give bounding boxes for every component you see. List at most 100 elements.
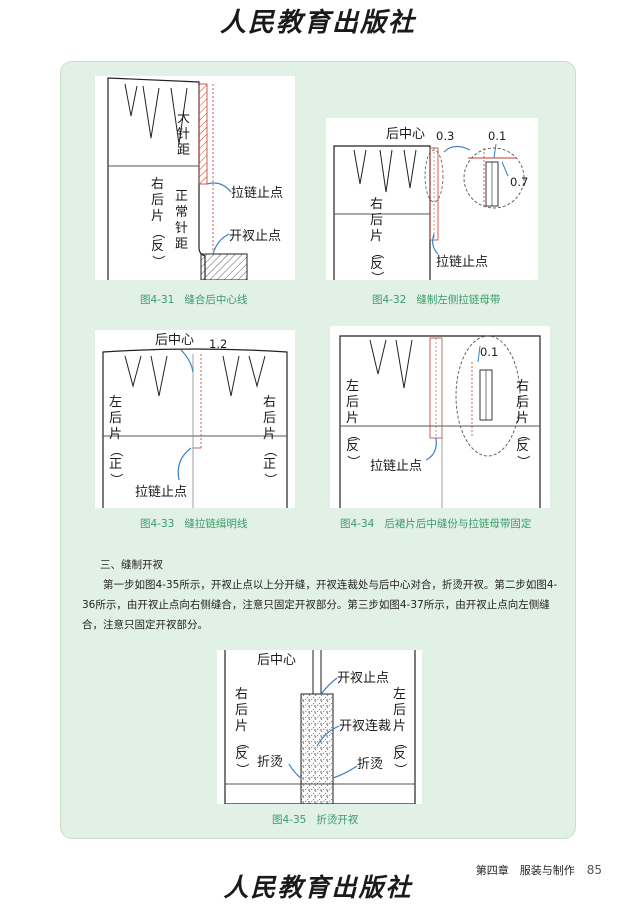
f33-rb-2: 片 <box>263 427 276 442</box>
f31-caption-text: 缝合后中心线 <box>184 294 248 306</box>
f33-measure-12: 1.2 <box>209 337 227 351</box>
f35-back-center-label: 后中心 <box>257 653 296 668</box>
f33-zipper-stop-label: 拉链止点 <box>135 485 187 500</box>
f31-ns-1: 常 <box>175 205 188 220</box>
f35-vent-stop-label: 开衩止点 <box>337 671 389 686</box>
f33-lb-2: 片 <box>109 427 122 442</box>
f32-label-right-back: 右 后 片 （ 反 ） <box>369 197 384 280</box>
f32-rb-2: 片 <box>370 229 383 244</box>
f35-press-right-label: 折烫 <box>357 757 383 772</box>
f34-lb-4: 反 <box>346 439 359 454</box>
section-paragraph: 第一步如图4-35所示，开衩止点以上分开缝，开衩连裁处与后中心对合，折烫开衩。第… <box>82 579 558 631</box>
f35-caption-text: 折烫开衩 <box>316 814 359 826</box>
f34-caption-num: 图4-34 <box>340 518 375 530</box>
f33-back-center-label: 后中心 <box>155 333 194 348</box>
f33-lb-3: （ <box>108 444 123 457</box>
f32-measure-07: 0.7 <box>510 175 528 189</box>
f31-ns-2: 针 <box>175 221 188 236</box>
f33-rb-5: ） <box>262 473 277 486</box>
f34-zipper-stop-label: 拉链止点 <box>370 459 422 474</box>
f35-vent-cut-label: 开衩连裁 <box>339 718 391 734</box>
publisher-logo-bottom: 人民教育出版社 <box>223 873 413 902</box>
f34-rb-3: （ <box>515 428 530 441</box>
f34-lb-2: 片 <box>346 411 359 426</box>
f31-label-right-back: 右 后 片 （ 反 ） <box>150 177 165 268</box>
f31-rb-2: 片 <box>151 209 164 224</box>
f34-label-right-back: 右 后 片 （ 反 ） <box>515 379 530 468</box>
f33-rb-1: 后 <box>263 411 276 426</box>
f31-caption-num: 图4-31 <box>140 294 175 306</box>
f33-rb-0: 右 <box>263 395 276 410</box>
f33-caption-text: 缝拉链缉明线 <box>184 518 248 530</box>
figure-4-35-caption: 图4-35 折烫开衩 <box>272 812 358 827</box>
figure-4-32-caption: 图4-32 缝制左侧拉链母带 <box>372 292 500 307</box>
f33-rb-4: 正 <box>263 457 276 472</box>
f34-lb-3: （ <box>345 428 360 441</box>
figure-4-34: 0.1 左 后 片 （ 反 ） 右 后 片 （ 反 ） 拉链止点 <box>330 326 550 508</box>
f35-lb-5: ） <box>392 763 407 776</box>
f34-rb-2: 片 <box>516 411 529 426</box>
f32-caption-text: 缝制左侧拉链母带 <box>416 294 501 306</box>
f31-label-normal-stitch: 正 常 针 距 <box>175 189 188 252</box>
f34-caption-text: 后裙片后中缝份与拉链母带固定 <box>384 518 532 530</box>
f33-lb-4: 正 <box>109 457 122 472</box>
f32-rb-3: （ <box>369 246 384 259</box>
f31-big-stitch-3: 距 <box>177 143 190 158</box>
figure-4-32-drawing: 后中心 0.3 0.1 0.7 右 后 片 （ 反 ） 拉链止点 <box>333 127 528 280</box>
f34-measure-01: 0.1 <box>480 345 498 359</box>
f32-rb-5: ） <box>369 271 384 280</box>
f32-zipper-stop-label: 拉链止点 <box>436 255 488 270</box>
f31-ns-3: 距 <box>175 237 188 252</box>
f32-caption-num: 图4-32 <box>372 294 407 306</box>
f32-measure-01: 0.1 <box>488 129 506 143</box>
f34-rb-5: ） <box>515 455 530 468</box>
f32-rb-4: 反 <box>370 257 383 272</box>
f35-lb-1: 后 <box>393 703 406 718</box>
f32-rb-1: 后 <box>370 213 383 228</box>
figure-4-32: 后中心 0.3 0.1 0.7 右 后 片 （ 反 ） 拉链止点 <box>326 118 538 280</box>
f33-caption-num: 图4-33 <box>140 518 175 530</box>
figure-4-34-drawing: 0.1 左 后 片 （ 反 ） 右 后 片 （ 反 ） 拉链止点 <box>339 335 541 508</box>
f33-lb-0: 左 <box>109 395 122 410</box>
f34-rb-1: 后 <box>516 395 529 410</box>
chapter-title: 第四章 服装与制作 <box>475 864 575 877</box>
f35-caption-num: 图4-35 <box>272 814 307 826</box>
figure-4-31-drawing: 大 针 距 右 后 片 （ 反 ） 正 常 针 距 拉链止点 开衩止点 <box>107 77 283 280</box>
figure-4-34-caption: 图4-34 后裙片后中缝份与拉链母带固定 <box>340 516 531 531</box>
f34-lb-1: 后 <box>346 395 359 410</box>
page-number: 85 <box>586 863 602 877</box>
f31-big-stitch-1: 大 <box>177 111 190 126</box>
f32-rb-0: 右 <box>370 197 383 212</box>
f35-label-left-back: 左 后 片 （ 反 ） <box>392 687 407 776</box>
f34-lb-0: 左 <box>346 379 359 394</box>
f31-rb-3: （ <box>150 226 165 239</box>
f34-lb-5: ） <box>345 455 360 468</box>
f32-back-center-label: 后中心 <box>386 127 425 142</box>
f35-rb-5: ） <box>234 763 249 776</box>
f33-rb-3: （ <box>262 444 277 457</box>
f31-ns-0: 正 <box>175 189 188 204</box>
figure-4-31-caption: 图4-31 缝合后中心线 <box>140 292 247 307</box>
f33-label-right-back: 右 后 片 （ 正 ） <box>262 395 277 486</box>
section-heading: 三、缝制开衩 <box>100 559 163 571</box>
f35-label-right-back: 右 后 片 （ 反 ） <box>234 687 249 776</box>
f33-lb-5: ） <box>108 473 123 486</box>
f31-zipper-stop-label: 拉链止点 <box>231 186 283 201</box>
f35-lb-2: 片 <box>393 719 406 734</box>
section-text: 三、缝制开衩 第一步如图4-35所示，开衩止点以上分开缝，开衩连裁处与后中心对合… <box>82 555 562 635</box>
figure-4-33: 后中心 1.2 左 后 片 （ 正 ） 右 后 片 （ 正 ） 拉链止点 <box>95 330 295 508</box>
f33-lb-1: 后 <box>109 411 122 426</box>
f31-rb-1: 后 <box>151 193 164 208</box>
f31-vent-stop-label: 开衩止点 <box>229 229 281 244</box>
f35-rb-4: 反 <box>235 747 248 762</box>
figure-4-35-drawing: 后中心 开衩止点 右 后 片 （ 反 ） 左 后 片 （ 反 ） 开衩连裁 折烫… <box>224 650 416 804</box>
f35-rb-0: 右 <box>235 687 248 702</box>
f31-rb-5: ） <box>150 255 165 268</box>
f35-rb-1: 后 <box>235 703 248 718</box>
page-footer: 第四章 服装与制作 85 <box>476 862 602 878</box>
figure-4-35: 后中心 开衩止点 右 后 片 （ 反 ） 左 后 片 （ 反 ） 开衩连裁 折烫… <box>217 650 422 804</box>
f31-rb-4: 反 <box>151 239 164 254</box>
figure-4-31: 大 针 距 右 后 片 （ 反 ） 正 常 针 距 拉链止点 开衩止点 <box>95 76 295 280</box>
f35-rb-3: （ <box>234 736 249 749</box>
f35-lb-0: 左 <box>393 687 406 702</box>
